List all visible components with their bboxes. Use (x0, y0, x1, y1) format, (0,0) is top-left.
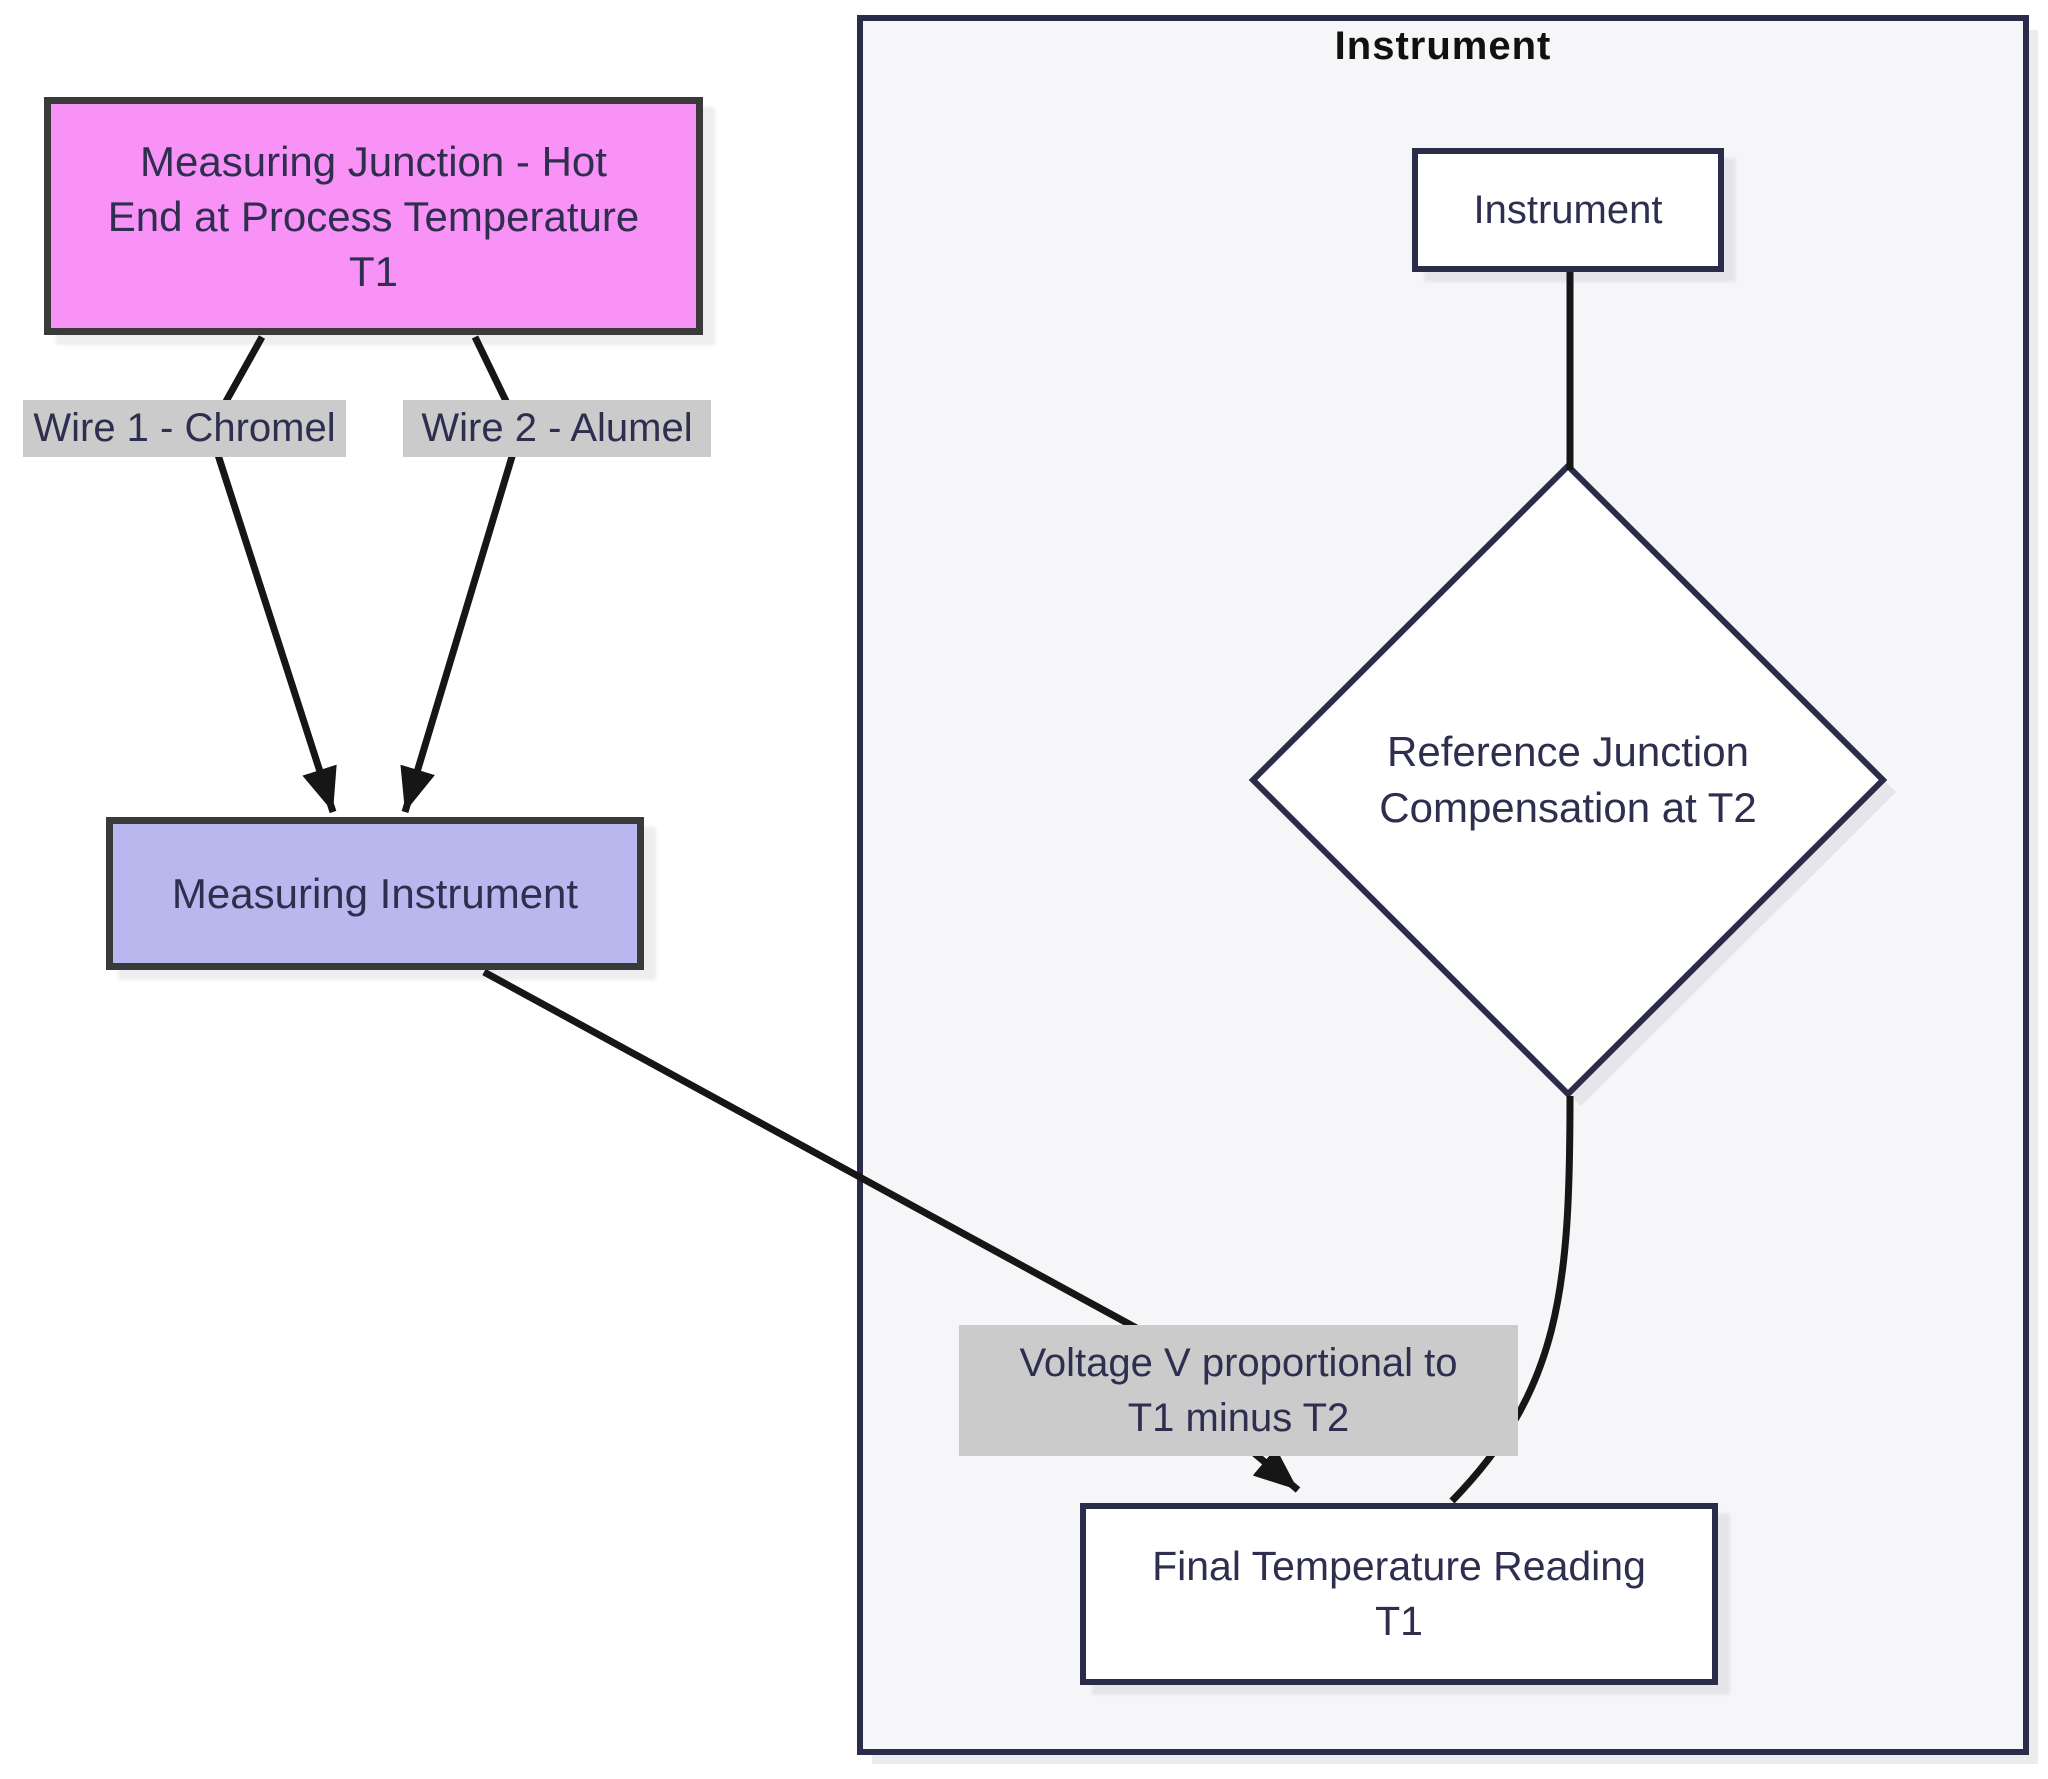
reference-junction-diamond (1248, 461, 1888, 1099)
node-measuring-instrument: Measuring Instrument (106, 817, 644, 970)
node-measuring-instrument-label: Measuring Instrument (171, 870, 579, 917)
node-reference-junction-line1: Reference Junction (1387, 728, 1749, 775)
edge-label-wire2-text: Wire 2 - Alumel (421, 406, 693, 450)
edge-label-voltage-line2: T1 minus T2 (1127, 1395, 1350, 1440)
node-instrument: Instrument (1412, 148, 1724, 272)
edge-label-wire1-text: Wire 1 - Chromel (33, 406, 336, 450)
node-reference-junction-label: Reference Junction Compensation at T2 (1268, 708, 1868, 852)
edge-label-voltage: Voltage V proportional to T1 minus T2 (959, 1325, 1518, 1456)
node-final-reading-line1: Final Temperature Reading (1152, 1543, 1646, 1589)
node-final-reading-line2: T1 (1375, 1598, 1423, 1644)
node-final-reading: Final Temperature Reading T1 (1080, 1503, 1718, 1685)
edge-label-wire1: Wire 1 - Chromel (23, 400, 346, 457)
node-instrument-label: Instrument (1473, 187, 1663, 232)
edge-label-wire2: Wire 2 - Alumel (403, 400, 711, 457)
subgraph-title: Instrument (1334, 24, 1552, 68)
node-reference-junction-line2: Compensation at T2 (1379, 784, 1757, 831)
node-measuring-junction-line1: Measuring Junction - Hot (140, 137, 607, 185)
node-measuring-junction-line2: End at Process Temperature (107, 192, 640, 240)
edge-label-voltage-line1: Voltage V proportional to (1019, 1340, 1458, 1385)
node-measuring-junction: Measuring Junction - Hot End at Process … (44, 97, 703, 335)
node-measuring-junction-line3: T1 (348, 247, 398, 295)
